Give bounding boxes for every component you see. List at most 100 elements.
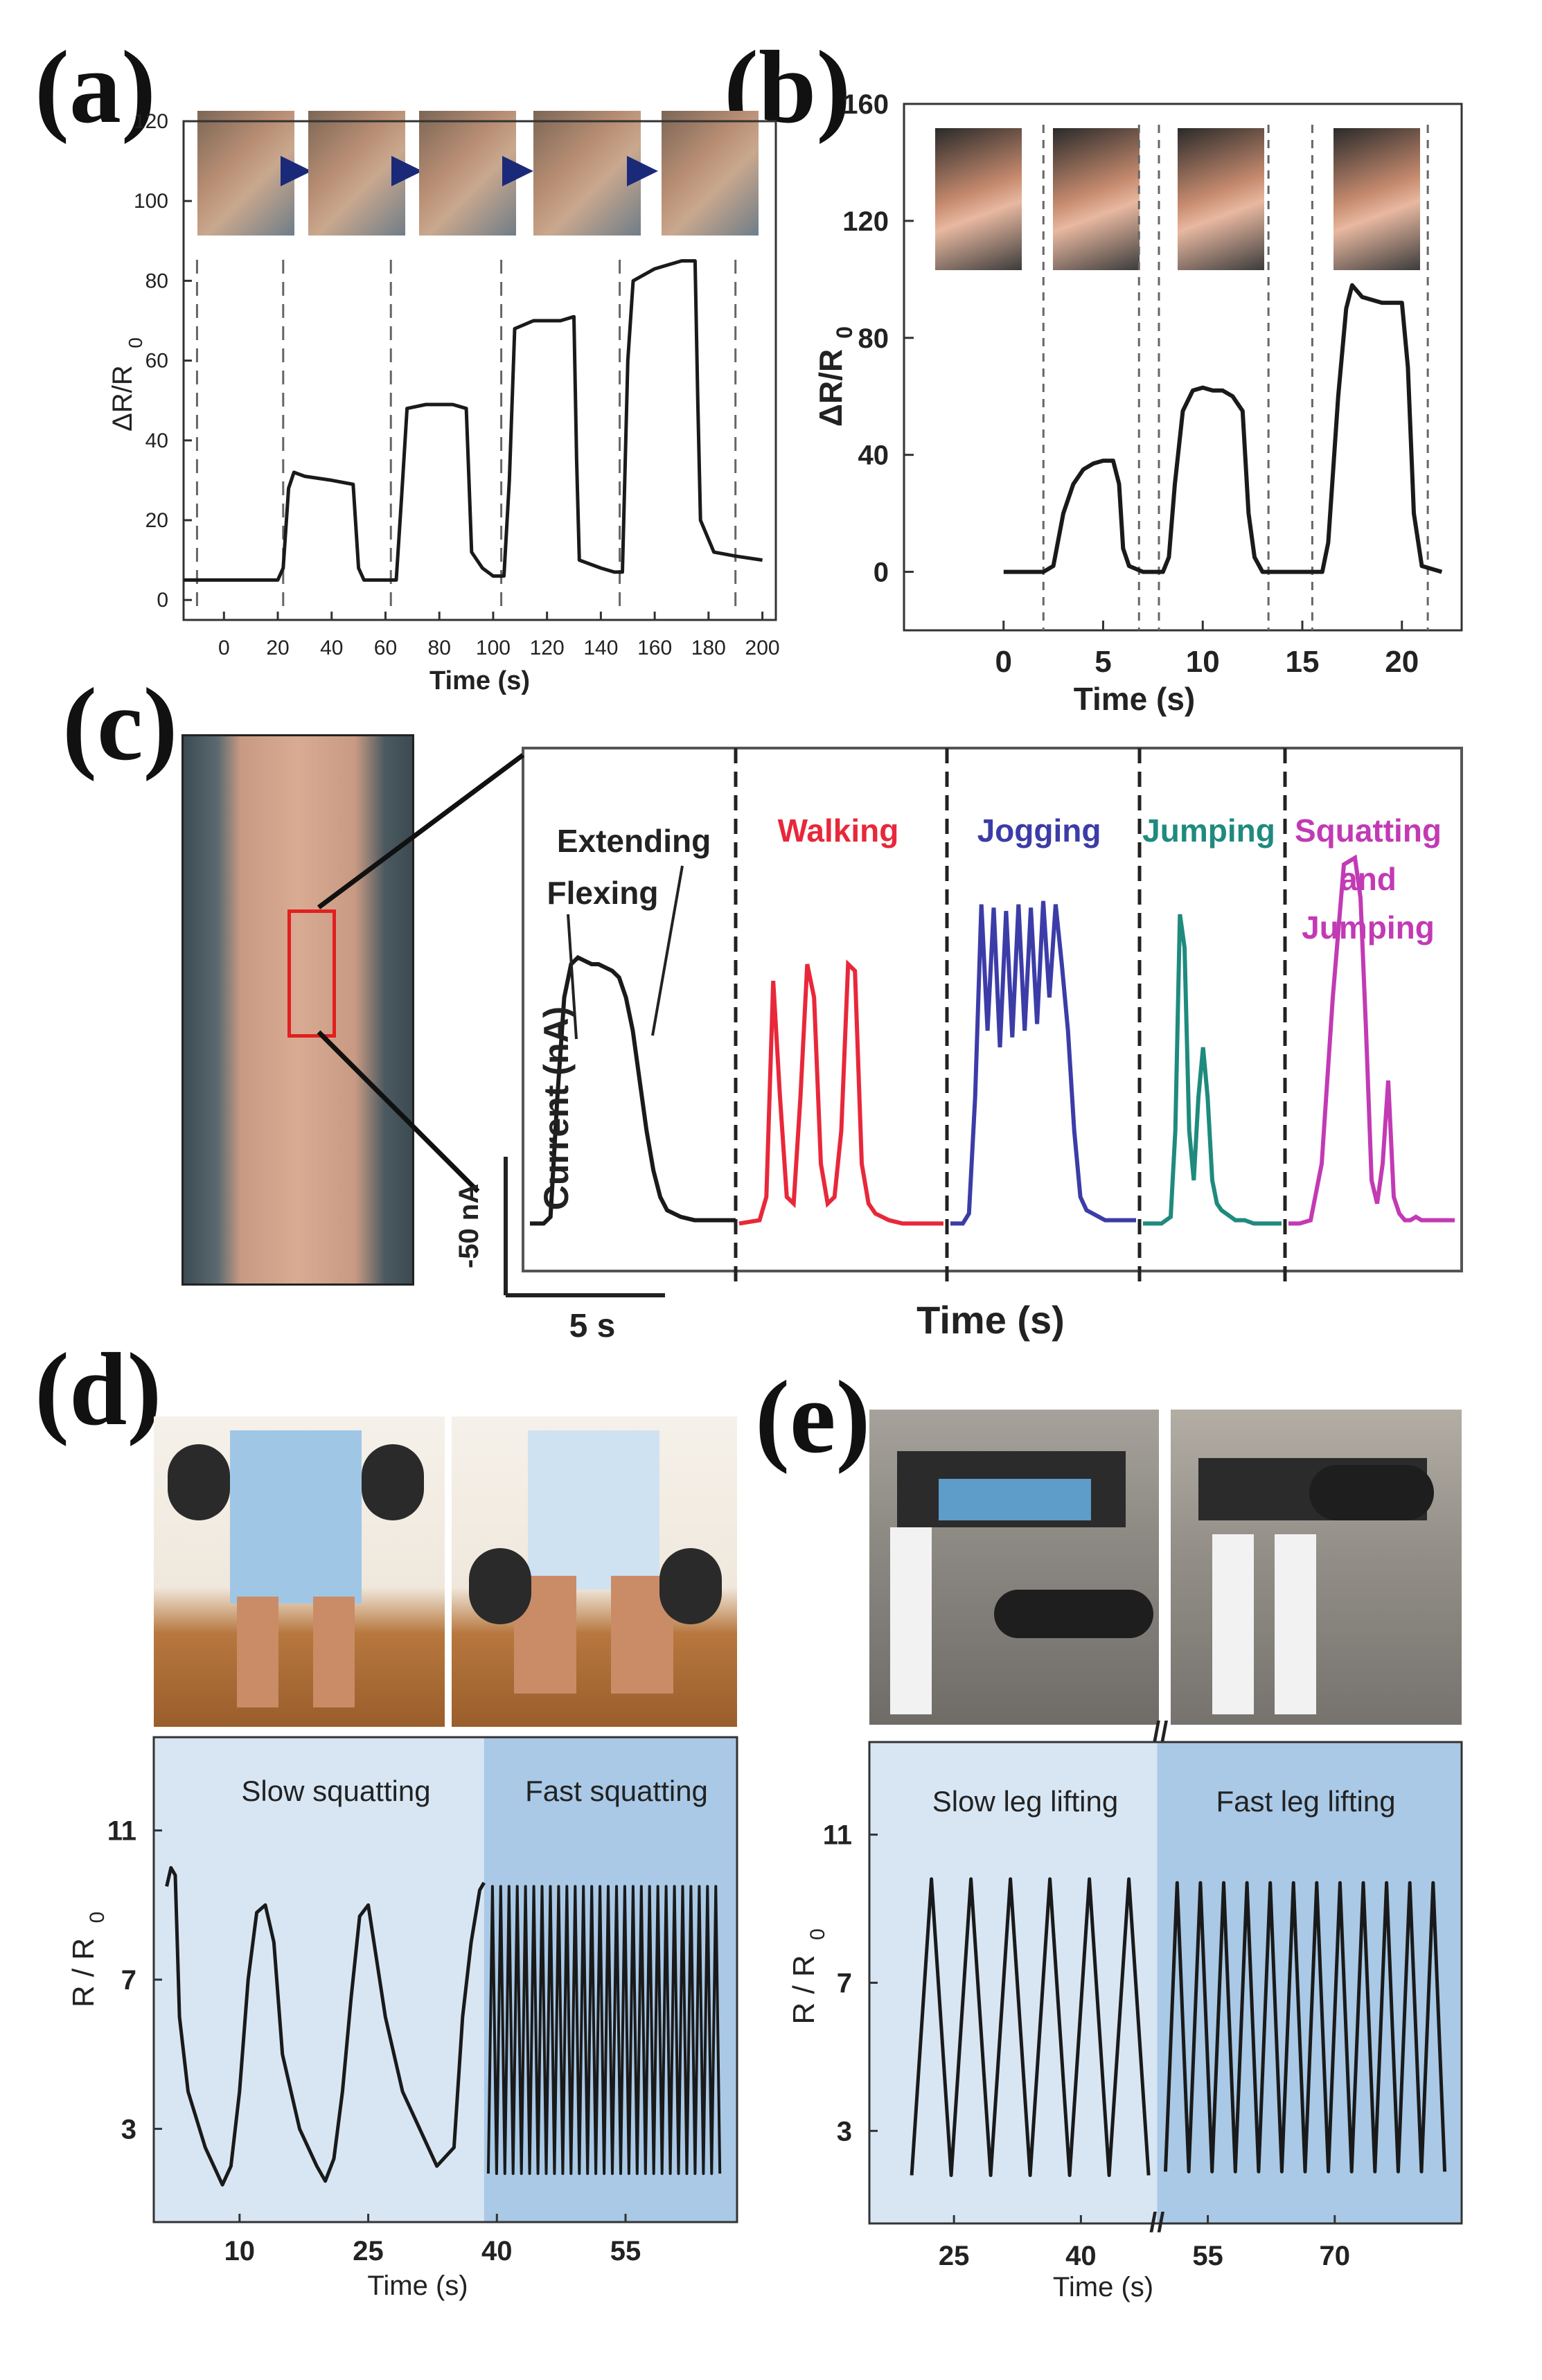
panel-e-axis-break-bottom: //: [1149, 2208, 1164, 2238]
panel-b-xlabel: Time (s): [1074, 681, 1196, 717]
panel-c-scale-x-label: 5 s: [569, 1308, 616, 1344]
panel-a-ylabel: ΔR/R: [107, 365, 138, 432]
panel-c-zoom-line: [317, 753, 525, 909]
panel-c-segment-line-1: [950, 900, 1136, 1226]
panel-d-xtick-label: 25: [353, 2236, 384, 2266]
panel-a-ytick-label: 100: [134, 190, 168, 213]
arrow-right-icon: [281, 156, 312, 186]
panel-b-ylabel: ΔR/R: [813, 349, 849, 427]
arrow-right-icon: [502, 156, 533, 186]
panel-e-region-label-slow: Slow leg lifting: [932, 1785, 1118, 1818]
panel-b-xtick-label: 0: [995, 645, 1012, 679]
panel-a-ytick-label: 80: [145, 269, 168, 292]
panel-d-xtick-label: 55: [610, 2236, 641, 2266]
finger-bend-2-photo: [419, 111, 516, 236]
panel-d-slow-series-line: [165, 1866, 486, 2187]
panel-e-letter: (e): [755, 1360, 871, 1475]
panel-e-ytick-label: 7: [837, 1969, 852, 1999]
panel-b-ytick-label: 160: [842, 89, 889, 120]
panel-b-xtick-label: 10: [1186, 645, 1220, 679]
panel-d-region-label-slow: Slow squatting: [241, 1775, 430, 1807]
panel-c-extend-flex-line: [530, 954, 736, 1226]
arrow-right-icon: [627, 156, 658, 186]
panel-e-slow-series-line: [910, 1877, 1151, 2177]
panel-c-letter: (c): [62, 667, 178, 782]
panel-a-ylabel-subscript: 0: [125, 337, 146, 348]
panel-d-ylabel-subscript: 0: [86, 1912, 109, 1924]
arrow-right-icon: [391, 156, 423, 186]
panel-b-ytick-label: 0: [874, 558, 889, 588]
finger-bend-1-photo: [308, 111, 405, 236]
panel-b-ytick-label: 80: [858, 323, 889, 354]
panel-a-letter: (a): [35, 30, 156, 145]
panel-e-xtick-label: 40: [1065, 2241, 1097, 2271]
panel-a-xtick-label: 80: [428, 637, 451, 659]
panel-c-zoom-line: [317, 1030, 480, 1193]
panel-c-extending-arrow: [651, 865, 684, 1036]
panel-c-xlabel: Time (s): [916, 1298, 1065, 1342]
panel-d-ytick-label: 7: [121, 1965, 136, 1996]
panel-e-region-label-fast: Fast leg lifting: [1216, 1785, 1395, 1818]
panel-a-ytick-label: 60: [145, 350, 168, 373]
panel-c-plot-frame: [522, 747, 1463, 1272]
panel-a-ytick-label: 0: [157, 589, 168, 612]
panel-c-segment-line-0: [738, 959, 943, 1226]
panel-d-letter: (d): [35, 1332, 162, 1447]
panel-a-ytick-label: 40: [145, 429, 168, 452]
panel-a-series-line: [184, 259, 763, 582]
knee-with-sensor-photo: [181, 734, 414, 1286]
panel-b-ytick-label: 40: [858, 441, 889, 471]
panel-e-ytick-label: 3: [837, 2116, 852, 2147]
panel-e-xtick-label: 25: [939, 2241, 970, 2271]
panel-a-xlabel: Time (s): [429, 666, 530, 695]
panel-d-xlabel: Time (s): [367, 2271, 468, 2301]
arm-bend-1-photo: [1053, 128, 1140, 270]
panel-e-ytick-label: 11: [823, 1820, 852, 1851]
panel-d-xtick-label: 10: [224, 2236, 256, 2266]
panel-e-fast-region: [1157, 1742, 1462, 2223]
panel-b-ytick-label: 120: [842, 206, 889, 237]
sensor-outline: [287, 909, 336, 1038]
panel-a-xtick-label: 40: [320, 637, 343, 659]
panel-e-xtick-label: 55: [1192, 2241, 1223, 2271]
panel-d-fast-series-line: [486, 1885, 722, 2175]
panel-a-xtick-label: 120: [530, 637, 565, 659]
panel-c-label-extending: Extending: [557, 823, 711, 859]
panel-b-xtick-label: 20: [1385, 645, 1419, 679]
panel-e-slow-region: [869, 1742, 1158, 2223]
finger-bend-3-photo: [533, 111, 641, 236]
panel-b-xtick-label: 15: [1286, 645, 1320, 679]
panel-c-segment-line-3: [1288, 854, 1455, 1226]
finger-fist-photo: [662, 111, 759, 236]
panel-a-xtick-label: 180: [691, 637, 726, 659]
panel-c-segment-label: Jogging: [977, 812, 1101, 849]
panel-a-xtick-label: 200: [745, 637, 780, 659]
panel-d-ytick-label: 3: [121, 2114, 136, 2144]
panel-a-ytick-label: 120: [134, 110, 168, 133]
panel-e-ylabel: R / R: [787, 1955, 821, 2024]
finger-straight-photo: [197, 111, 294, 236]
panel-d-slow-region: [154, 1737, 484, 2222]
panel-b-xtick-label: 5: [1095, 645, 1111, 679]
panel-c-flexing-arrow: [567, 914, 578, 1040]
panel-a-xtick-label: 60: [374, 637, 397, 659]
panel-c-ylabel: Current (nA): [537, 1006, 576, 1210]
panel-c-segment-line-2: [1143, 914, 1282, 1226]
panel-b-series-line: [1003, 283, 1443, 574]
leg-extension-lifted-photo: [1171, 1410, 1462, 1725]
leg-extension-seated-photo: [869, 1410, 1159, 1725]
panel-c-segment-label: Jumping: [1302, 909, 1435, 945]
panel-c-label-flexing: Flexing: [547, 875, 658, 911]
panel-e-axis-break-top: //: [1153, 1716, 1168, 1747]
panel-d-ylabel: R / R: [67, 1938, 100, 2007]
arm-bend-2-photo: [1178, 128, 1264, 270]
squat-lowered-photo: [452, 1417, 737, 1727]
panel-e-fast-series-line: [1164, 1881, 1447, 2174]
panel-c-segment-label: Walking: [778, 812, 899, 849]
panel-c-segment-label: Squatting: [1295, 812, 1442, 849]
panel-a-ytick-label: 20: [145, 509, 168, 532]
panel-a-plot-frame: [182, 120, 777, 621]
panel-b-plot-frame: [903, 103, 1463, 632]
panel-a-xtick-label: 20: [266, 637, 289, 659]
